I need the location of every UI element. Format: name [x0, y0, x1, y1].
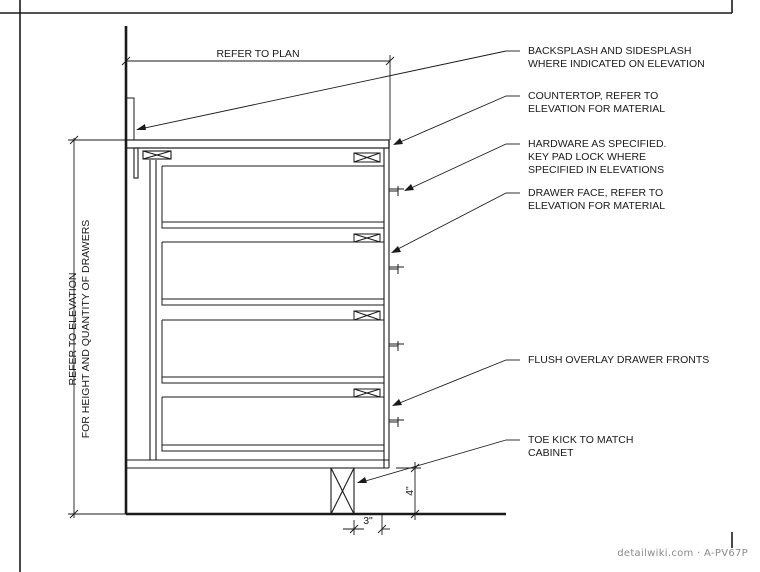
- callout-line: ELEVATION FOR MATERIAL: [528, 200, 665, 212]
- sheet-border: [0, 0, 733, 572]
- dim-toe-width-label: 3": [363, 515, 373, 527]
- drawer-box-4: [161, 388, 385, 452]
- callout-line: WHERE INDICATED ON ELEVATION: [528, 58, 705, 70]
- callout-line: SPECIFIED IN ELEVATIONS: [528, 164, 664, 176]
- countertop: [125, 139, 390, 149]
- callout-drawer-face: DRAWER FACE, REFER TO ELEVATION FOR MATE…: [528, 187, 665, 212]
- callout-countertop: COUNTERTOP, REFER TO ELEVATION FOR MATER…: [528, 90, 665, 115]
- callout-hardware: HARDWARE AS SPECIFIED. KEY PAD LOCK WHER…: [528, 138, 666, 176]
- dim-top-label: REFER TO PLAN: [216, 48, 299, 60]
- callout-line: DRAWER FACE, REFER TO: [528, 187, 663, 199]
- leader-lines: [136, 50, 520, 483]
- callout-line: CABINET: [528, 447, 574, 459]
- dim-left-label-2: FOR HEIGHT AND QUANTITY OF DRAWERS: [80, 220, 92, 439]
- dim-toe-width: [343, 514, 390, 535]
- dim-left-label-1: REFER TO ELEVATION: [67, 273, 79, 386]
- drawer-box-3: [161, 310, 385, 384]
- watermark: detailwiki.com · A-PV67P: [617, 548, 748, 559]
- drawer-pulls: [389, 186, 404, 427]
- callout-line: ELEVATION FOR MATERIAL: [528, 103, 665, 115]
- callout-backsplash: BACKSPLASH AND SIDESPLASH WHERE INDICATE…: [528, 45, 705, 70]
- toe-kick: [125, 467, 355, 515]
- drawer-box-2: [161, 233, 385, 306]
- dim-left-vertical: [68, 135, 126, 519]
- callout-line: KEY PAD LOCK WHERE: [528, 151, 646, 163]
- drawer-box-1: [161, 152, 385, 229]
- wall-and-floor: [124, 26, 506, 516]
- callout-line: FLUSH OVERLAY DRAWER FRONTS: [528, 354, 709, 366]
- dim-toe-height-label: 4": [404, 486, 416, 496]
- callout-line: HARDWARE AS SPECIFIED.: [528, 138, 666, 150]
- cabinet-carcass: [125, 147, 390, 469]
- callout-line: COUNTERTOP, REFER TO: [528, 90, 658, 102]
- callout-toe-kick: TOE KICK TO MATCH CABINET: [528, 434, 633, 459]
- callout-flush-overlay: FLUSH OVERLAY DRAWER FRONTS: [528, 354, 709, 366]
- callout-line: BACKSPLASH AND SIDESPLASH: [528, 45, 691, 57]
- callout-line: TOE KICK TO MATCH: [528, 434, 633, 446]
- dim-refer-to-plan: [121, 55, 395, 140]
